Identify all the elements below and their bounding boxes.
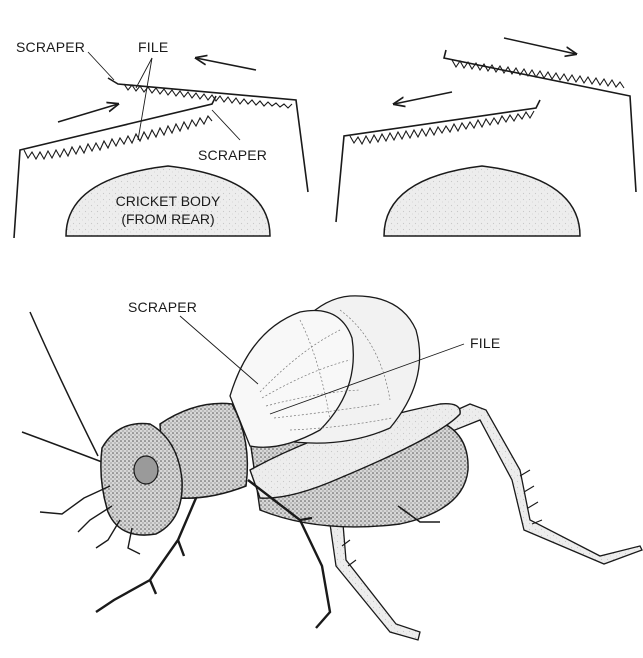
scraper-label-top: SCRAPER [16, 39, 85, 55]
scraper-leader [180, 316, 258, 384]
top-left-panel: SCRAPER FILE SCRAPER CRICKET BODY (FROM … [14, 39, 308, 238]
scraper-leader-top [88, 52, 114, 80]
right-lower-file-teeth [350, 111, 534, 144]
compound-eye [134, 456, 158, 484]
right-lower-arrow [394, 92, 452, 104]
cricket-body-rear-right [384, 166, 580, 236]
body-label-line2: (FROM REAR) [121, 211, 214, 227]
lower-file-teeth [24, 116, 212, 159]
file-label: FILE [470, 335, 500, 351]
antenna-short [22, 432, 102, 462]
antenna-long [30, 312, 98, 456]
lower-wing-arrow [58, 104, 118, 122]
file-label-top: FILE [138, 39, 168, 55]
body-label-line1: CRICKET BODY [116, 193, 221, 209]
scraper-label-lower: SCRAPER [198, 147, 267, 163]
upper-wing-arrow [196, 58, 256, 70]
top-right-panel [336, 38, 636, 236]
right-upper-arrow [504, 38, 576, 54]
scraper-label: SCRAPER [128, 299, 197, 315]
scraper-leader-bottom [212, 110, 240, 140]
cricket-illustration: SCRAPER FILE [22, 296, 642, 640]
